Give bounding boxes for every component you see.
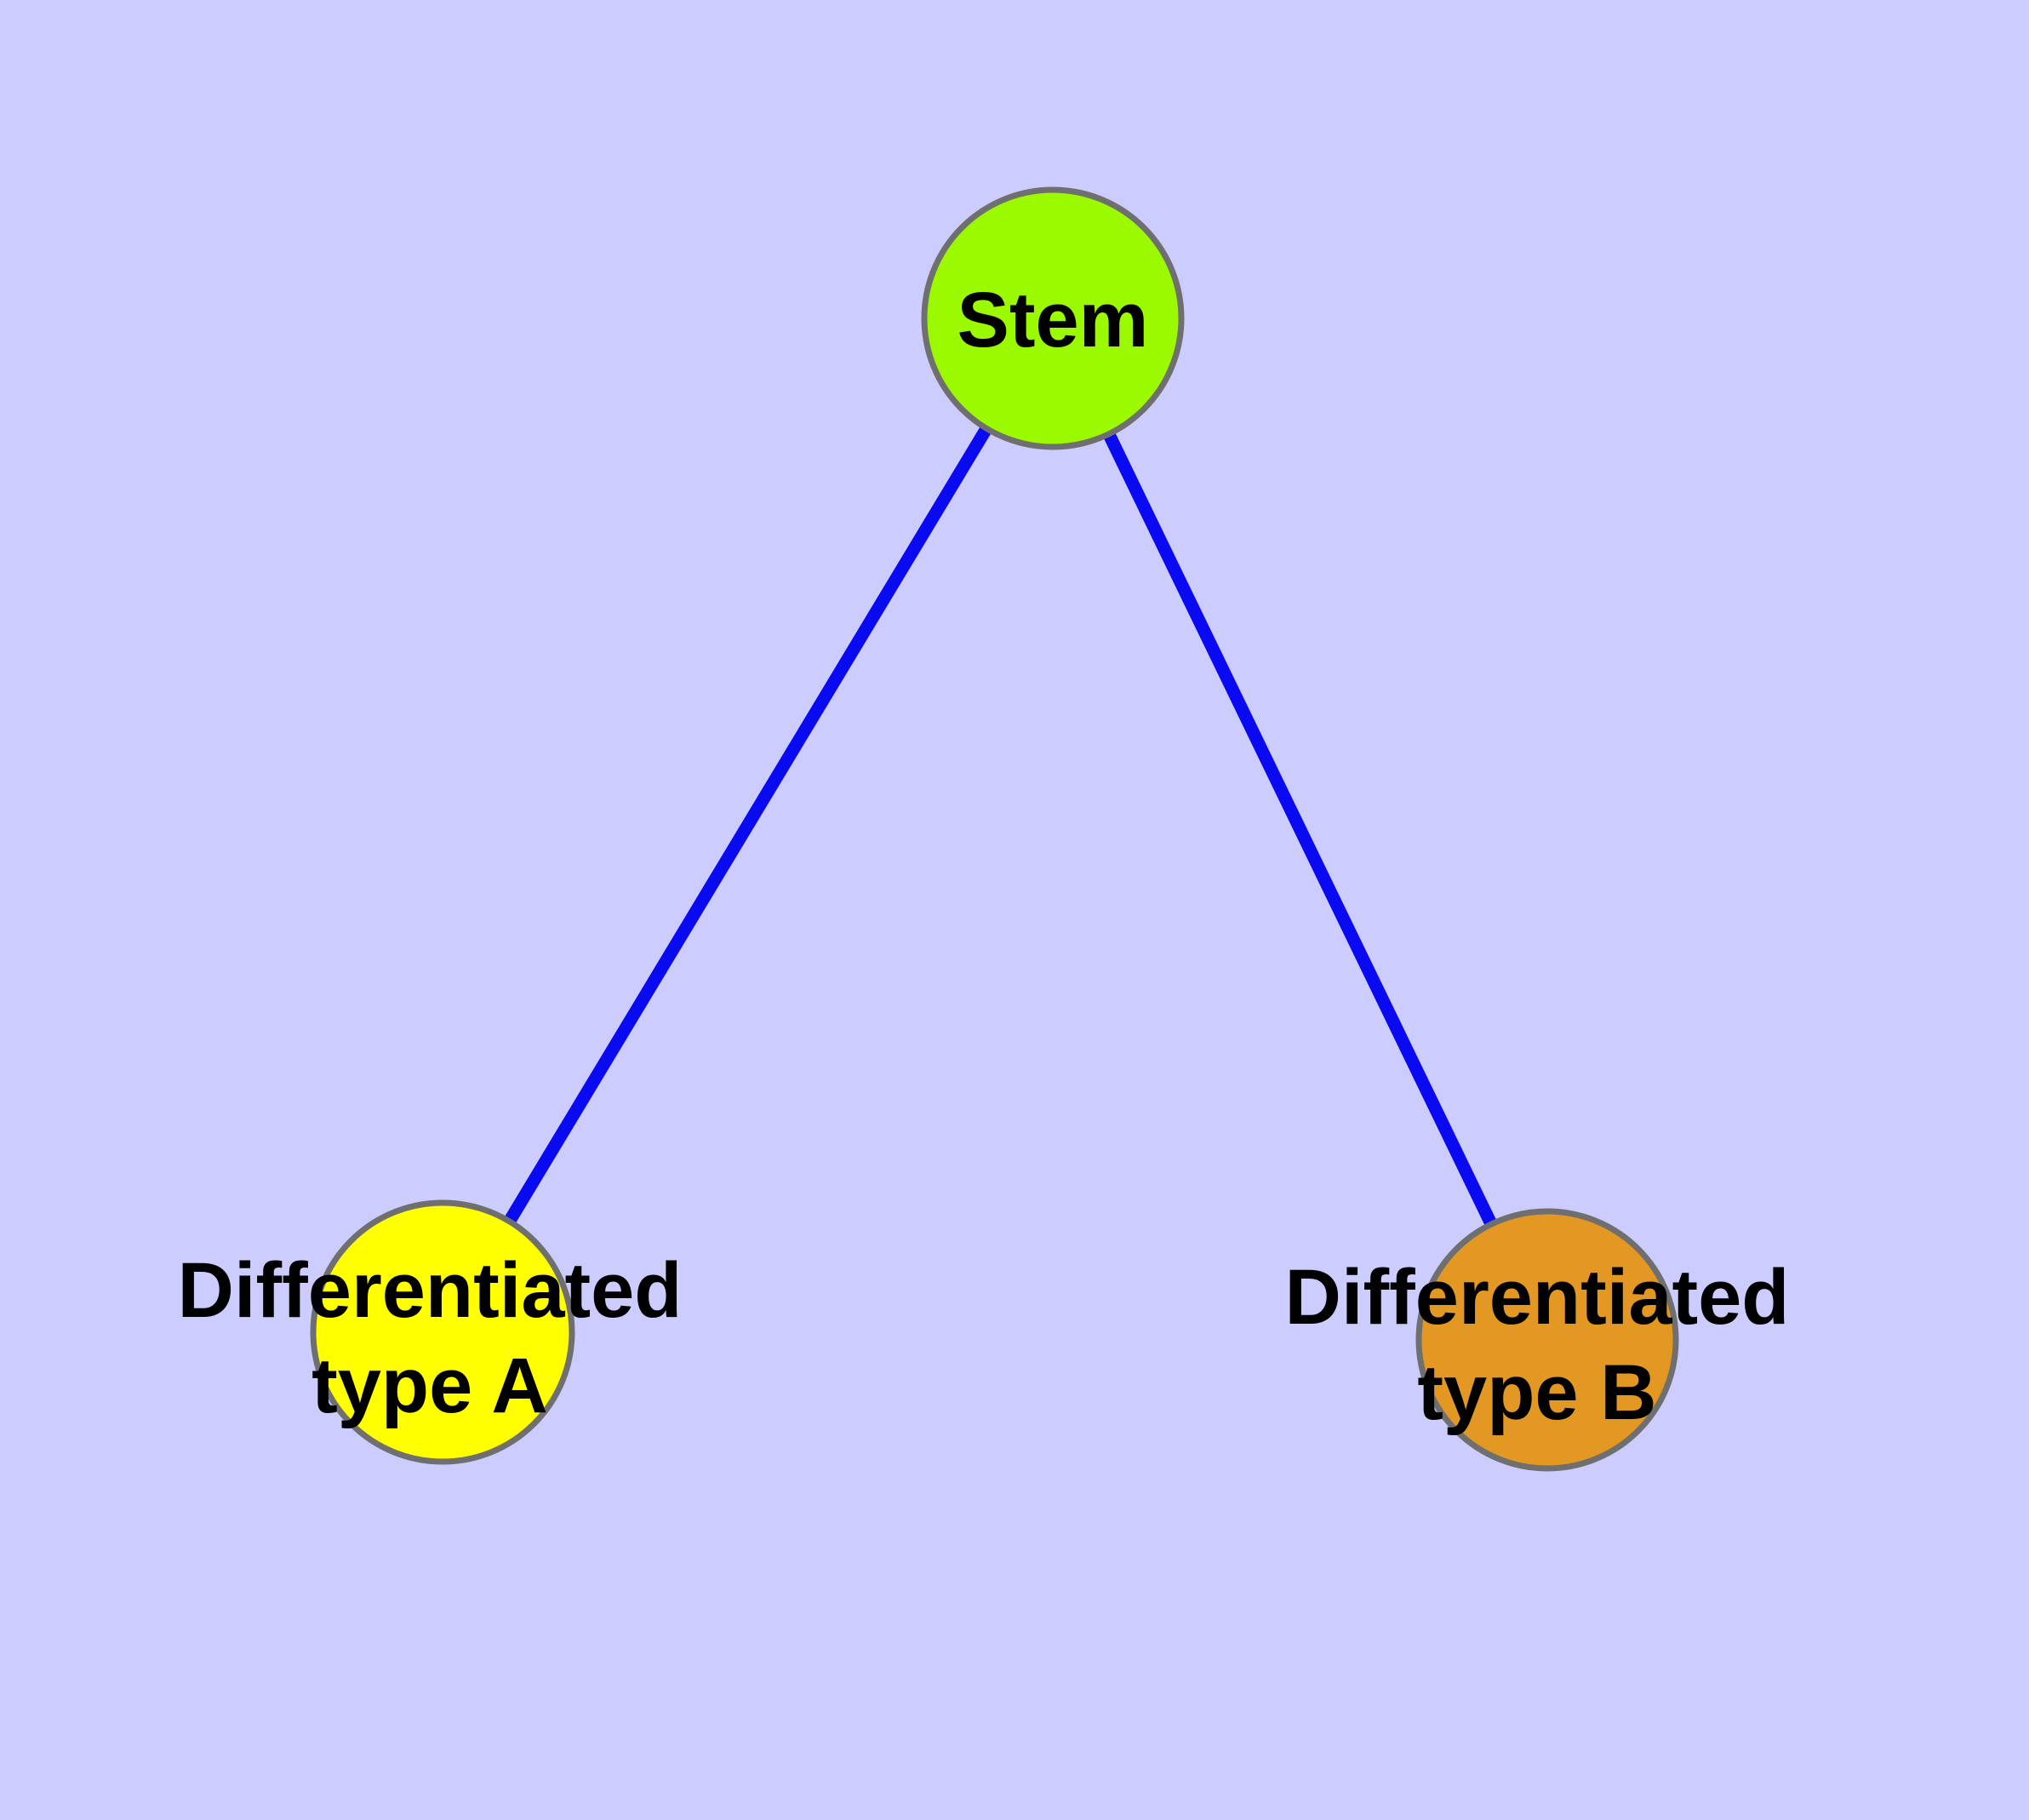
- node-stem-label-line-1: Stem: [957, 277, 1149, 363]
- node-differentiated-type-a-label-line-1: Differentiated: [178, 1247, 683, 1334]
- node-differentiated-type-b-circle: [1415, 1208, 1679, 1472]
- edge-stem-to-differentiated-type-a: [437, 315, 1059, 1336]
- node-differentiated-type-a-label-line-2: type A: [311, 1342, 548, 1429]
- node-stem-circle: [921, 186, 1185, 450]
- node-differentiated-type-a-circle: [310, 1199, 575, 1465]
- node-differentiated-type-b-label-line-1: Differentiated: [1285, 1254, 1790, 1341]
- edges-layer: [437, 315, 1553, 1343]
- nodes-layer: [310, 186, 1679, 1472]
- edge-stem-to-differentiated-type-b: [1047, 315, 1553, 1343]
- node-differentiated-type-b-label-line-2: type B: [1417, 1349, 1656, 1436]
